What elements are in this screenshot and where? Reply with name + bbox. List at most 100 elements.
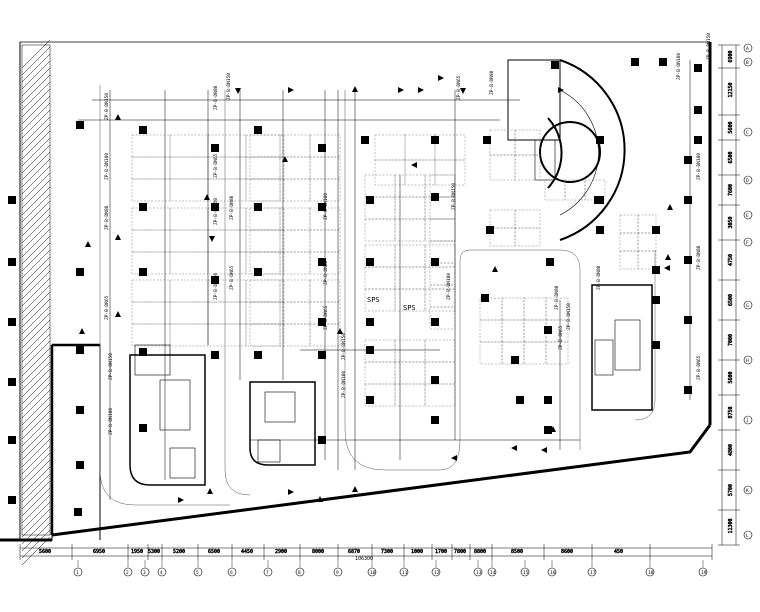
column [511,356,519,364]
grid-axis-bubble [743,237,753,247]
parking-bay [245,301,285,325]
ramp-curve [507,59,626,241]
pipe-tag: ZP-B-DN150 [108,353,114,380]
hatch-line [21,123,51,153]
column [139,203,147,211]
column [139,126,147,134]
hatch-line [21,39,51,69]
hatch-line [21,109,51,139]
parking-bay [249,207,281,231]
flow-arrow [550,426,556,432]
hatch-line [21,396,51,426]
pipe-tag: ZP-B-DN80 [229,195,235,220]
column [366,346,374,354]
parking-bay [279,301,311,325]
hatch-line [21,74,51,104]
hatch-line [21,375,51,405]
stair-core-middle [249,381,316,466]
pipe-tag: ZP-B-DN65 [558,325,564,350]
parking-bay [279,279,311,303]
hatch-line [21,81,51,111]
parking-bay [131,207,171,231]
hatch-line [21,207,51,237]
grid-axis-label: 18 [648,570,654,576]
column [139,424,147,432]
parking-bay [514,154,541,181]
parking-bay [424,218,456,242]
right-dimension-text: 7600 [728,184,734,196]
grid-axis-bubble [743,43,753,53]
grid-axis-label: 19 [701,570,707,576]
pipe-runs [78,60,691,500]
hatch-line [21,291,51,321]
pipe-tag: ZP-B-DN80 [104,205,110,230]
parking-bay [501,297,525,321]
hatch-line [21,60,51,90]
hatch-line [21,158,51,188]
parking-bay [245,156,285,180]
hatch-line [21,515,51,545]
hatch-line [21,53,51,83]
hatch-line [21,340,51,370]
hatch-line [21,305,51,335]
hatch-line [21,459,51,489]
hatch-line [21,256,51,286]
column [254,268,262,276]
right-dimension-text: 3050 [728,216,734,228]
grid-axis-bubble [743,415,753,425]
grid-axis-label: J [746,418,749,424]
flow-arrow [667,204,673,210]
hatch-line [21,298,51,328]
column [694,136,702,144]
column [366,258,374,266]
flow-arrow [352,486,358,492]
pipe-tag: ZP-B-DN100 [446,273,452,300]
column [486,226,494,234]
hatch-line [21,102,51,132]
column [431,193,439,201]
hatch-line [21,270,51,300]
parking-bay [131,251,171,275]
grid-axis-label: A [746,46,749,52]
hatch-line [21,508,51,538]
parking-bay [169,156,209,180]
hatch-line [21,536,51,566]
grid-axis-label: F [746,240,749,246]
parking-bay [479,319,503,343]
column [8,496,16,504]
parking-bay [364,218,396,242]
parking-bay [279,323,311,347]
flow-arrow [438,75,444,81]
parking-bay [514,227,541,247]
hatch-line [21,165,51,195]
hatch-line [21,228,51,258]
parking-bay [394,383,426,407]
flow-arrow [288,489,294,495]
parking-bay [364,288,396,312]
right-dimension-text: 7000 [728,334,734,346]
parking-bay [514,209,541,229]
parking-bay [434,134,466,161]
pipe-tag: ZP-B-DN150 [104,93,110,120]
hatch-line [21,137,51,167]
column [254,203,262,211]
parking-bay [489,129,516,156]
hatch-line [21,284,51,314]
pipe-tag: ZP-B-DN150 [706,33,712,60]
flow-arrow [204,194,210,200]
hatch-line [21,95,51,125]
grid-axis-label: D [746,178,749,184]
hatch-line [21,221,51,251]
hatch-line [21,354,51,384]
flow-arrow [79,328,85,334]
column [318,258,326,266]
parking-bay [249,251,281,275]
hatch-line [21,480,51,510]
pipe-tag: ZP-B-DN150 [213,198,219,225]
grid-axis-label: 8 [298,570,301,576]
parking-bay [374,159,406,186]
